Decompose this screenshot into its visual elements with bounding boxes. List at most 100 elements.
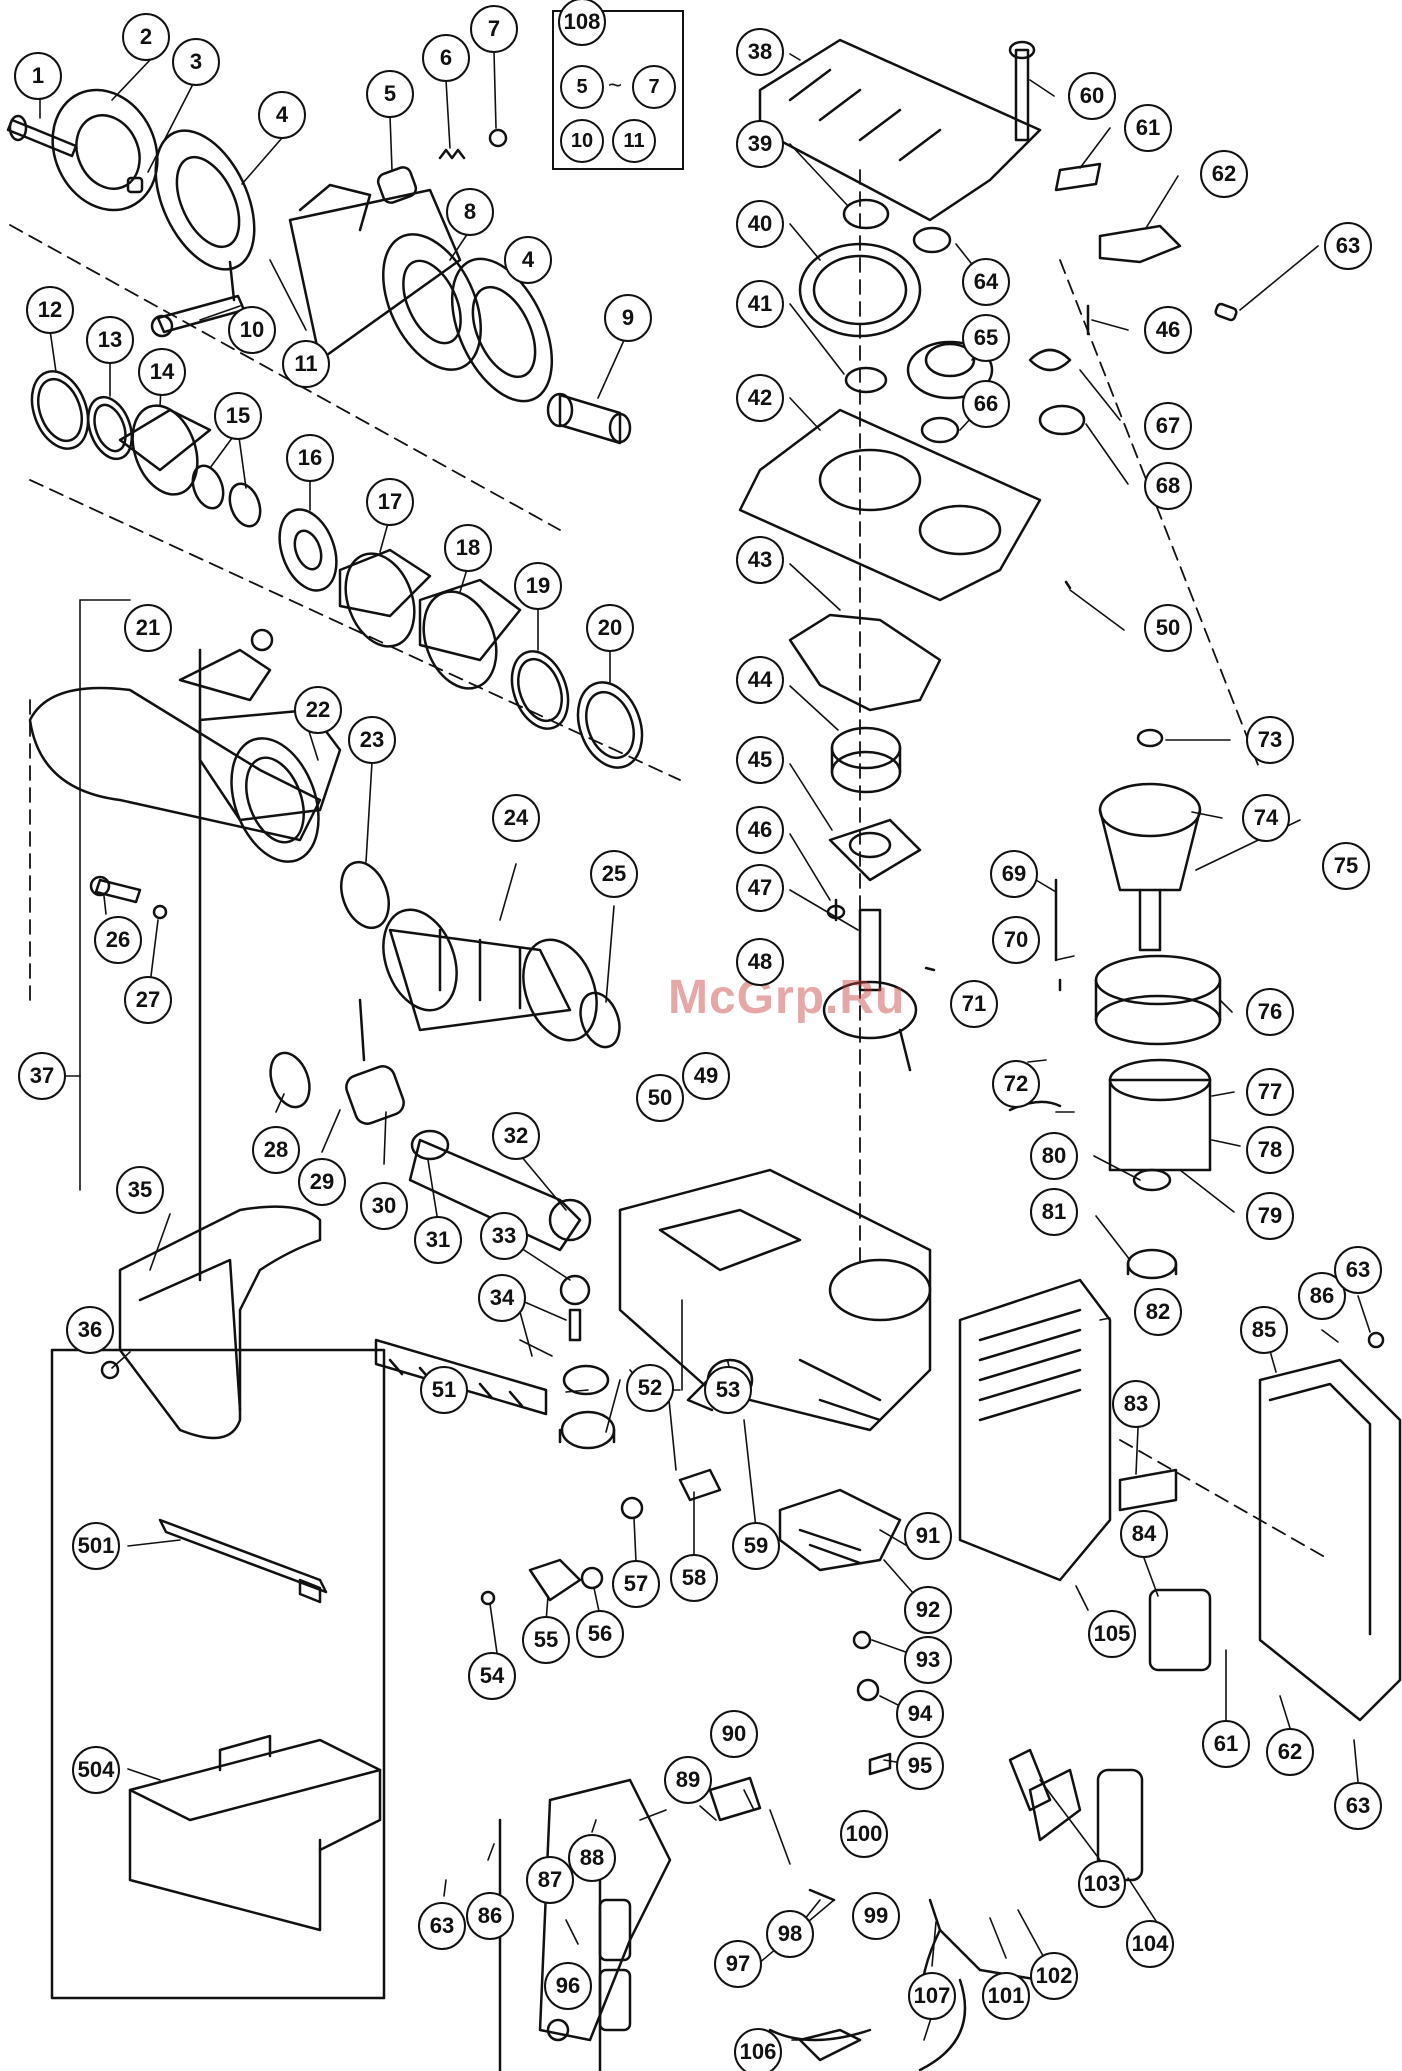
callout-52: 52 — [626, 1364, 674, 1412]
callout-85: 85 — [1240, 1306, 1288, 1354]
callout-53: 53 — [704, 1366, 752, 1414]
callout-4b: 4 — [504, 236, 552, 284]
callout-99: 99 — [852, 1892, 900, 1940]
callout-504: 504 — [72, 1746, 120, 1794]
watermark: McGrp.Ru — [668, 971, 906, 1024]
callout-16: 16 — [286, 434, 334, 482]
callout-42: 42 — [736, 374, 784, 422]
callout-28: 28 — [252, 1126, 300, 1174]
callout-35: 35 — [116, 1166, 164, 1214]
callout-45: 45 — [736, 736, 784, 784]
callout-23: 23 — [348, 716, 396, 764]
callout-40: 40 — [736, 200, 784, 248]
rear-cover — [958, 1278, 1402, 1722]
side-handle — [100, 648, 322, 1440]
callout-47: 47 — [736, 864, 784, 912]
callout-9: 9 — [604, 294, 652, 342]
callout-55: 55 — [522, 1616, 570, 1664]
callout-96: 96 — [544, 1962, 592, 2010]
callout-50: 50 — [636, 1074, 684, 1122]
callout-59: 59 — [732, 1522, 780, 1570]
kit-item-5: 5 — [560, 65, 604, 109]
callout-39: 39 — [736, 120, 784, 168]
callout-33: 33 — [480, 1212, 528, 1260]
callout-46: 46 — [736, 806, 784, 854]
main-crankcase — [618, 1168, 932, 1432]
kit-tilde: ~ — [608, 72, 623, 99]
callout-88: 88 — [568, 1834, 616, 1882]
callout-57: 57 — [612, 1560, 660, 1608]
callout-70: 70 — [992, 916, 1040, 964]
callout-83: 83 — [1112, 1380, 1160, 1428]
callout-94: 94 — [896, 1690, 944, 1738]
callout-66: 66 — [962, 380, 1010, 428]
callout-63b: 63 — [1334, 1246, 1382, 1294]
callout-107: 107 — [908, 1972, 956, 2020]
callout-17: 17 — [366, 478, 414, 526]
callout-79: 79 — [1246, 1192, 1294, 1240]
callout-104: 104 — [1126, 1920, 1174, 1968]
callout-6: 6 — [422, 34, 470, 82]
callout-61: 61 — [1124, 104, 1172, 152]
callout-5: 5 — [366, 70, 414, 118]
callout-13: 13 — [86, 316, 134, 364]
callout-64: 64 — [962, 258, 1010, 306]
connecting-rod — [269, 998, 592, 1342]
callout-20: 20 — [586, 604, 634, 652]
top-handle-parts — [1008, 40, 1238, 436]
callout-49: 49 — [682, 1052, 730, 1100]
callout-72: 72 — [992, 1060, 1040, 1108]
callout-101: 101 — [982, 1972, 1030, 2020]
callout-29: 29 — [298, 1158, 346, 1206]
callout-84: 84 — [1120, 1510, 1168, 1558]
callout-65: 65 — [962, 314, 1010, 362]
callout-106: 106 — [734, 2028, 782, 2071]
callout-22: 22 — [294, 686, 342, 734]
callout-81: 81 — [1030, 1188, 1078, 1236]
callout-108: 108 — [558, 0, 606, 46]
callout-26: 26 — [94, 916, 142, 964]
callout-103: 103 — [1078, 1860, 1126, 1908]
callout-58: 58 — [670, 1554, 718, 1602]
callout-61b: 61 — [1202, 1720, 1250, 1768]
callout-14: 14 — [138, 348, 186, 396]
callout-82: 82 — [1134, 1288, 1182, 1336]
callout-102: 102 — [1030, 1952, 1078, 2000]
callout-46b: 46 — [1144, 306, 1192, 354]
callout-69: 69 — [990, 850, 1038, 898]
callout-93: 93 — [904, 1636, 952, 1684]
callout-24: 24 — [492, 794, 540, 842]
callout-43: 43 — [736, 536, 784, 584]
callout-100: 100 — [840, 1810, 888, 1858]
callout-15: 15 — [214, 392, 262, 440]
callout-11: 11 — [282, 340, 330, 388]
callout-89: 89 — [664, 1756, 712, 1804]
callout-90: 90 — [710, 1710, 758, 1758]
callout-98: 98 — [766, 1910, 814, 1958]
callout-501: 501 — [72, 1522, 120, 1570]
callout-2: 2 — [122, 13, 170, 61]
callout-62b: 62 — [1266, 1728, 1314, 1776]
callout-73: 73 — [1246, 716, 1294, 764]
callout-41: 41 — [736, 280, 784, 328]
callout-51: 51 — [420, 1366, 468, 1414]
callout-38: 38 — [736, 28, 784, 76]
callout-7: 7 — [470, 5, 518, 53]
callout-92: 92 — [904, 1586, 952, 1634]
callout-80: 80 — [1030, 1132, 1078, 1180]
callout-76: 76 — [1246, 988, 1294, 1036]
callout-27: 27 — [124, 976, 172, 1024]
accessories-box — [50, 1348, 386, 2000]
callout-37: 37 — [18, 1052, 66, 1100]
callout-44: 44 — [736, 656, 784, 704]
callout-87: 87 — [526, 1856, 574, 1904]
callout-4: 4 — [258, 91, 306, 139]
callout-62: 62 — [1200, 150, 1248, 198]
callout-25: 25 — [590, 850, 638, 898]
kit-item-11: 11 — [612, 119, 656, 163]
motor-assembly — [1008, 728, 1222, 1280]
callout-36: 36 — [66, 1306, 114, 1354]
callout-56: 56 — [576, 1610, 624, 1658]
callout-31: 31 — [414, 1216, 462, 1264]
